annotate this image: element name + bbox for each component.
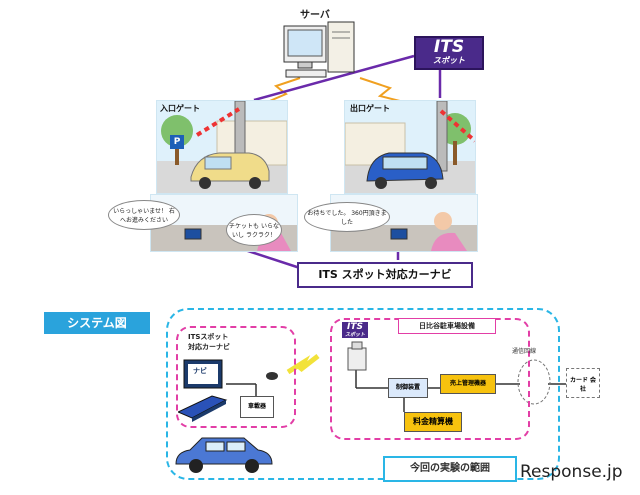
entry-greeting-bubble: いらっしゃいませ！ 右へお進みください	[108, 200, 180, 230]
exit-gate-label: 出口ゲート	[350, 104, 390, 113]
payment-machine-box: 料金精算機	[404, 412, 462, 432]
onboard-unit-box: 車載器	[240, 396, 274, 418]
carnavi-system-box	[176, 326, 296, 428]
its-carnavi-label: ITS スポット対応カーナビ	[297, 262, 473, 288]
exit-gate-scene	[344, 100, 477, 194]
entry-gate-scene	[156, 100, 288, 194]
its-small-badge-title: ITS	[347, 322, 363, 332]
its-spot-badge: ITS スポット	[414, 36, 484, 70]
server-label: サーバ	[300, 10, 330, 21]
system-diagram-label: システム図	[44, 312, 150, 334]
card-company-box: カード 会社	[566, 368, 600, 398]
antenna-icon	[266, 372, 278, 380]
exit-incar-illustration	[331, 212, 477, 251]
its-small-badge-subtitle: スポット	[344, 332, 365, 338]
navi-label: ナビ	[193, 367, 207, 375]
its-small-badge: ITS スポット	[342, 322, 368, 338]
entry-gate-label: 入口ゲート	[160, 104, 200, 113]
parking-sign: P	[170, 135, 184, 149]
experiment-scope-label: 今回の実験の範囲	[383, 456, 517, 482]
its-arrow-entry	[253, 54, 415, 102]
navi-device-icon	[178, 359, 228, 422]
control-unit-box: 制御装置	[388, 378, 428, 398]
entry-ticket-bubble: チケットも いらないし ラクラク！	[226, 214, 282, 246]
network-label: 通信回線	[512, 348, 537, 355]
experiment-scope-frame	[166, 308, 560, 480]
exit-gate-illustration	[344, 100, 477, 193]
its-badge-subtitle: スポット	[433, 56, 465, 65]
signal-lightning	[286, 354, 320, 375]
entry-gate-illustration	[157, 100, 288, 193]
its-roadside-unit-icon	[347, 341, 367, 371]
car-icon	[175, 437, 273, 473]
response-watermark: Response.jp	[520, 462, 623, 482]
its-badge-title: ITS	[433, 37, 465, 57]
carnavi-box-title-1: ITSスポット	[188, 333, 229, 341]
carnavi-box-title-2: 対応カーナビ	[188, 343, 230, 351]
exit-thanks-bubble: お待ちでした。 360円頂きました	[304, 202, 390, 232]
network-cloud	[517, 359, 551, 405]
parking-equipment-title: 日比谷駐車場設備	[398, 318, 496, 334]
sales-management-box: 売上管理機器	[440, 374, 496, 394]
server-computer-icon	[283, 21, 355, 78]
